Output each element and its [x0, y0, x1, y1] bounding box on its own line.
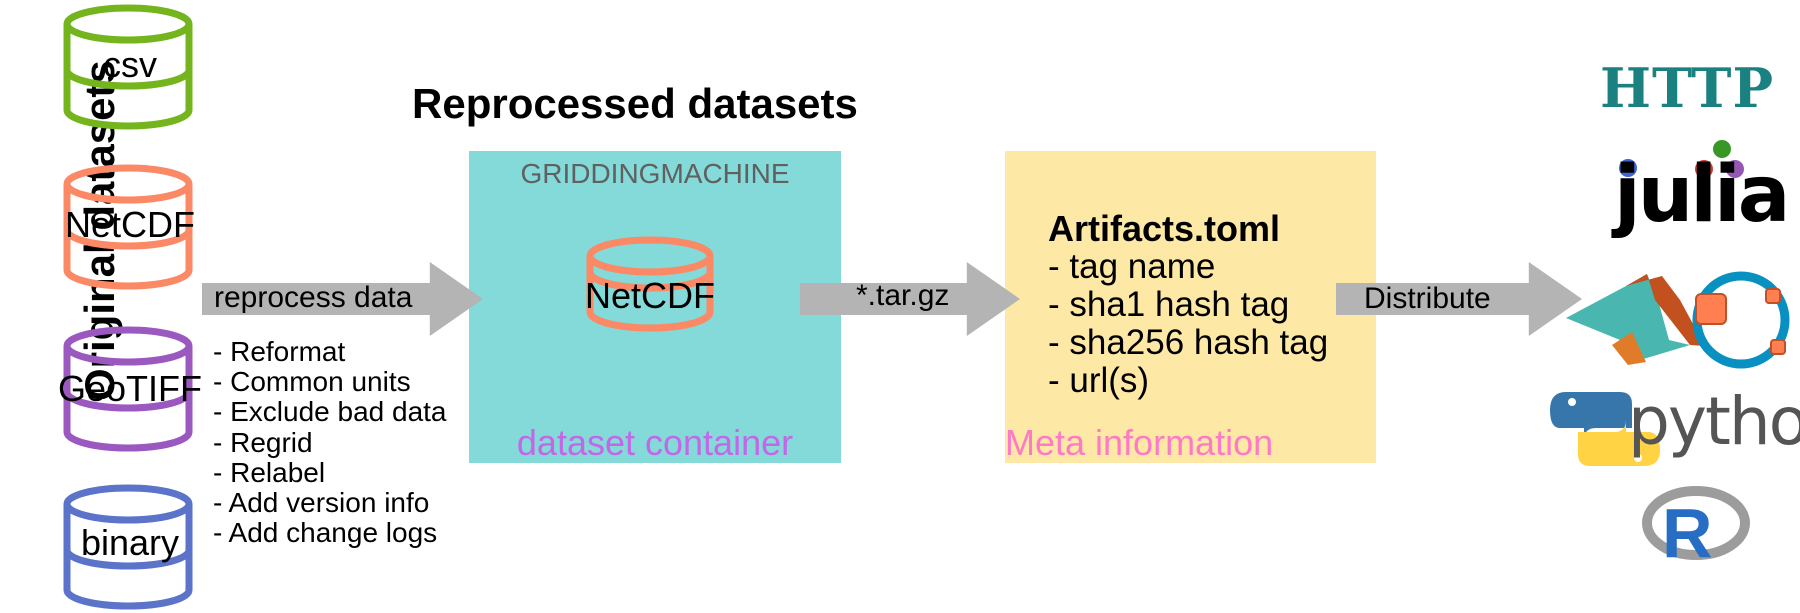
tar-arrow	[800, 262, 1020, 336]
julia-dot-red	[1695, 160, 1713, 178]
meta-information-box	[1005, 151, 1376, 463]
db-label-netcdf: NetCDF	[64, 204, 195, 245]
matlab-peak	[1626, 274, 1705, 346]
meta-line: - url(s)	[1048, 361, 1150, 400]
matlab-logo	[1566, 274, 1690, 360]
julia-dot-green	[1713, 140, 1731, 158]
database-icon-netcdf	[63, 164, 193, 290]
db-label-geotiff: GeoTIFF	[57, 368, 203, 409]
python-eye-1	[1568, 398, 1576, 406]
reprocess-step: - Add version info	[213, 487, 430, 518]
container-header: GRIDDINGMACHINE	[520, 158, 790, 189]
r-logo-letter: R	[1662, 494, 1713, 572]
distribute-arrow	[1336, 262, 1582, 336]
julia-dot-purple	[1726, 160, 1744, 178]
reprocess-step: - Common units	[213, 366, 411, 397]
octave-square-3	[1770, 339, 1786, 355]
database-icon-csv	[63, 4, 193, 130]
meta-title: Artifacts.toml	[1048, 208, 1281, 249]
container-caption: dataset container	[516, 422, 794, 463]
database-icon-binary	[63, 484, 193, 610]
reprocess-step: - Regrid	[213, 427, 313, 458]
meta-line: - sha256 hash tag	[1048, 323, 1329, 362]
reprocess-arrow	[202, 262, 483, 336]
container-db-label: NetCDF	[584, 275, 715, 316]
reprocessed-title: Reprocessed datasets	[412, 80, 858, 127]
reprocess-step: - Add change logs	[213, 517, 438, 548]
db-label-csv: csv	[103, 44, 157, 85]
reprocess-arrow-label: reprocess data	[214, 281, 413, 314]
http-logo: HTTP	[1600, 56, 1775, 120]
r-logo-ring	[1642, 486, 1750, 560]
julia-logo: julia	[1614, 150, 1790, 240]
julia-dot-blue	[1619, 159, 1637, 177]
reprocess-step: - Reformat	[213, 336, 346, 367]
octave-square-2	[1765, 288, 1781, 304]
container-database-icon	[586, 236, 714, 332]
distribute-arrow-label: Distribute	[1364, 282, 1491, 315]
matlab-side	[1612, 332, 1646, 365]
tar-arrow-label: *.tar.gz	[856, 279, 950, 312]
reprocess-step: - Exclude bad data	[213, 396, 447, 427]
python-eye-2	[1634, 454, 1642, 462]
python-logo-text: python	[1628, 383, 1800, 460]
octave-square-1	[1695, 293, 1727, 325]
meta-caption: Meta information	[1005, 422, 1274, 463]
db-label-binary: binary	[80, 522, 180, 563]
meta-line: - tag name	[1048, 247, 1216, 286]
meta-line: - sha1 hash tag	[1048, 285, 1290, 324]
database-icon-geotiff	[63, 326, 193, 452]
dataset-container-box	[469, 151, 841, 463]
reprocess-step: - Relabel	[213, 457, 326, 488]
